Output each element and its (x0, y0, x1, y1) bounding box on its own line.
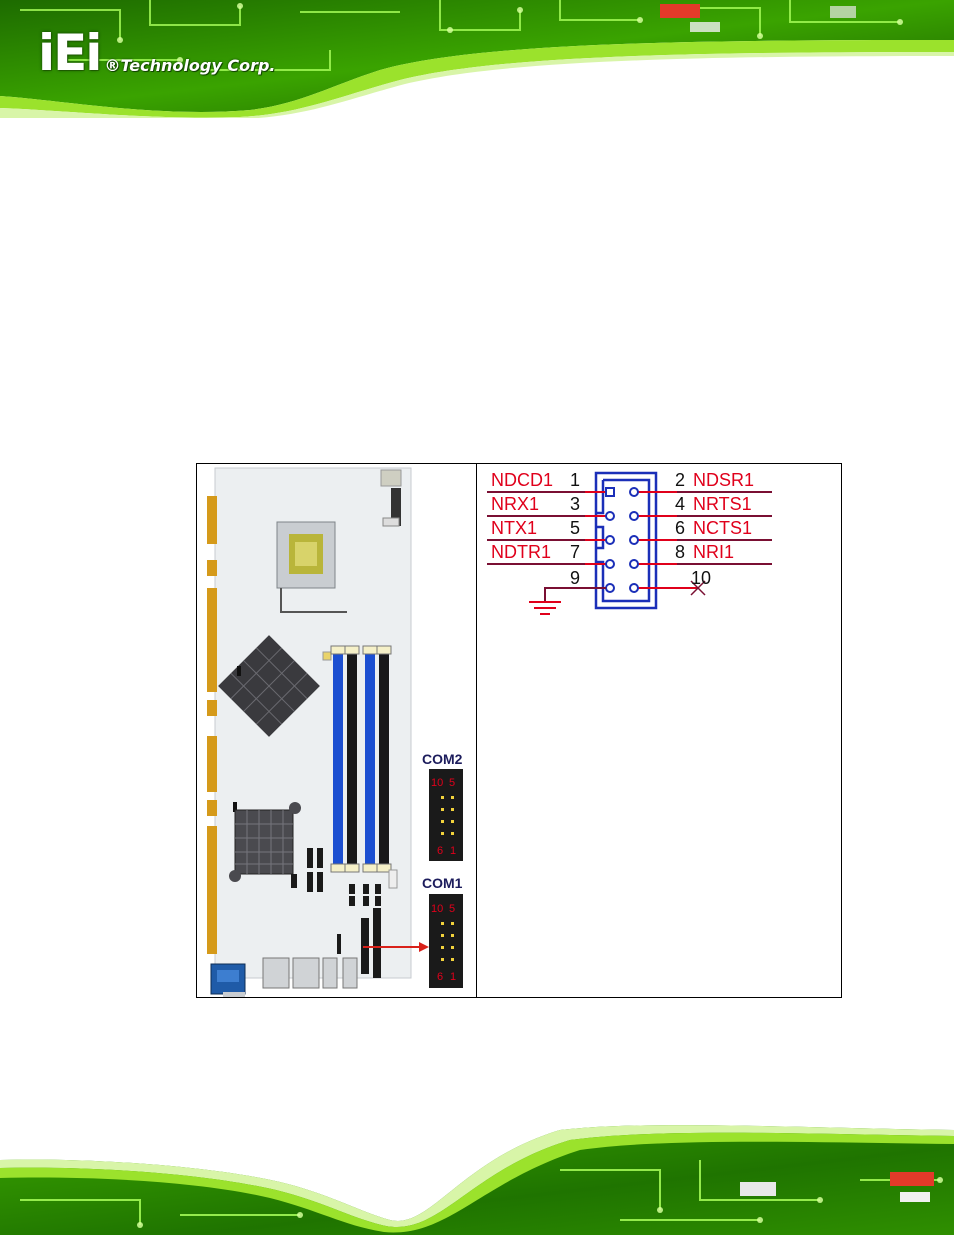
pin-number-7: 7 (570, 542, 580, 562)
figure-divider (476, 464, 477, 997)
signal-nrts1: NRTS1 (693, 494, 752, 514)
pin-number-10: 10 (691, 568, 711, 588)
signal-ntx1: NTX1 (491, 518, 537, 538)
footer-banner (0, 1120, 954, 1235)
logo-text: ®Technology Corp. (104, 56, 276, 75)
pin-number-9: 9 (570, 568, 580, 588)
com2-connector: 10 5 6 1 (429, 769, 463, 861)
signal-nrx1: NRX1 (491, 494, 539, 514)
com1-pin-1: 1 (450, 971, 456, 983)
com2-pin-6: 6 (437, 845, 443, 857)
company-logo: iEi ®Technology Corp. (38, 28, 275, 78)
com1-label: COM1 (422, 875, 463, 891)
com2-pin-5: 5 (449, 777, 455, 789)
pin-number-4: 4 (675, 494, 685, 514)
pin-number-6: 6 (675, 518, 685, 538)
circuit-board-footer-background (0, 1120, 954, 1235)
signal-nri1: NRI1 (693, 542, 734, 562)
com1-pin-5: 5 (449, 903, 455, 915)
pin-number-2: 2 (675, 470, 685, 490)
motherboard-illustration: COM2 COM1 10 5 6 1 10 5 (197, 464, 476, 998)
circuit-board-background (0, 0, 954, 118)
pinout-schematic: NDCD1 NRX1 NTX1 NDTR1 NDSR1 NRTS1 NCTS1 … (477, 464, 841, 997)
signal-ncts1: NCTS1 (693, 518, 752, 538)
com2-pin-10: 10 (431, 777, 443, 789)
pin-number-3: 3 (570, 494, 580, 514)
pin-number-8: 8 (675, 542, 685, 562)
pin-number-1: 1 (570, 470, 580, 490)
com1-connector: 10 5 6 1 (429, 894, 463, 988)
signal-ndsr1: NDSR1 (693, 470, 754, 490)
header-banner: iEi ®Technology Corp. (0, 0, 954, 118)
com2-label: COM2 (422, 751, 463, 767)
signal-ndcd1: NDCD1 (491, 470, 553, 490)
com2-pin-1: 1 (450, 845, 456, 857)
com1-pin-6: 6 (437, 971, 443, 983)
signal-ndtr1: NDTR1 (491, 542, 551, 562)
com1-pin-10: 10 (431, 903, 443, 915)
com-connector-figure: COM2 COM1 10 5 6 1 10 5 (196, 463, 842, 998)
pin-number-5: 5 (570, 518, 580, 538)
logo-mark: iEi (38, 24, 102, 82)
